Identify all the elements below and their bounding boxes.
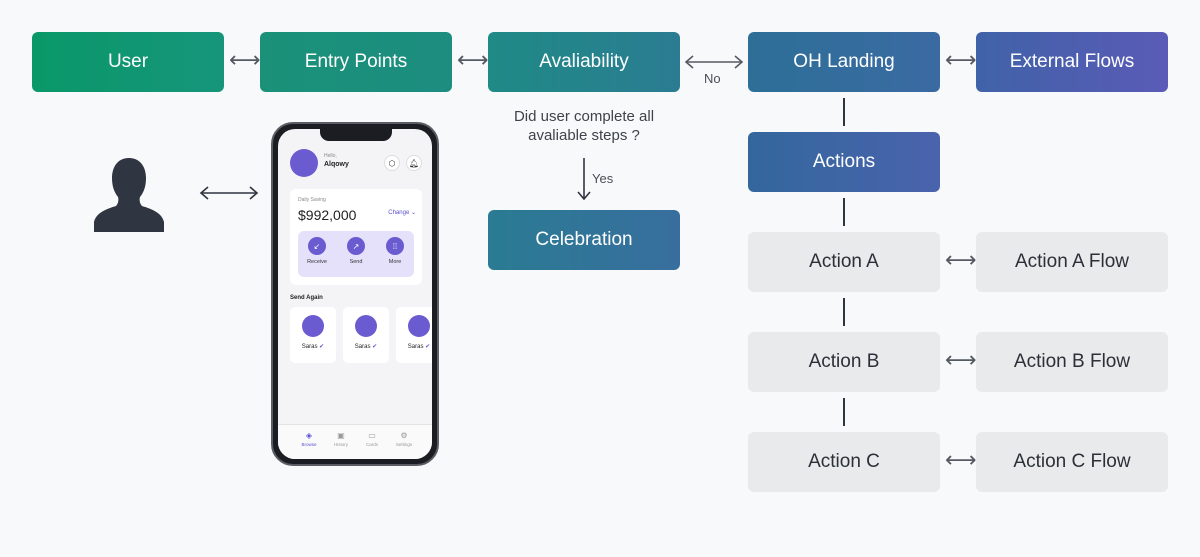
- user-phone-double-arrow: [199, 186, 259, 200]
- contact-name: Saras: [301, 344, 318, 350]
- contact-card[interactable]: Saras ✔: [343, 307, 389, 363]
- cards-icon: ▭: [368, 431, 376, 440]
- browse-icon: ◈: [305, 431, 313, 440]
- bell-icon[interactable]: 🔔︎: [406, 155, 422, 171]
- more-label: More: [388, 259, 402, 265]
- tab-history[interactable]: ▣ History: [326, 431, 356, 447]
- verified-icon: ✔: [425, 344, 431, 350]
- verified-icon: ✔: [372, 344, 378, 350]
- yes-label: Yes: [592, 171, 614, 186]
- oh-landing-box: OH Landing: [748, 32, 940, 92]
- user-silhouette-icon: [94, 158, 164, 232]
- verified-icon: ✔: [319, 344, 325, 350]
- action-c-flow-box: Action C Flow: [976, 432, 1168, 492]
- oh-actions-connector: [843, 98, 845, 126]
- tab-label: Settings: [395, 442, 413, 447]
- tab-label: History: [333, 442, 348, 447]
- contact-name: Saras: [354, 344, 371, 350]
- history-icon: ▣: [337, 431, 345, 440]
- user-box: User: [32, 32, 224, 92]
- availability-box: Avaliability: [488, 32, 680, 92]
- receive-label: Receive: [307, 259, 327, 265]
- more-icon: ⁞⁞: [386, 237, 404, 255]
- entry-points-box: Entry Points: [260, 32, 452, 92]
- action-b-double-arrow: ⟷: [945, 348, 977, 373]
- more-button[interactable]: ⁞⁞ More: [380, 237, 410, 265]
- avatar: [290, 149, 318, 177]
- change-label: Change: [388, 210, 410, 216]
- box-icon[interactable]: ⬡: [384, 155, 400, 171]
- receive-button[interactable]: ↙ Receive: [302, 237, 332, 265]
- quick-actions: ↙ Receive ↗ Send ⁞⁞ More: [298, 231, 414, 277]
- completion-question: Did user complete all avaliable steps ?: [513, 108, 655, 144]
- send-button[interactable]: ↗ Send: [341, 237, 371, 265]
- settings-icon: ⚙︎: [400, 431, 408, 440]
- a-b-connector: [843, 298, 845, 326]
- contact-card[interactable]: Saras ✔: [290, 307, 336, 363]
- send-icon: ↗: [347, 237, 365, 255]
- change-button[interactable]: Change ⌄: [388, 209, 416, 216]
- send-again-title: Send Again: [290, 295, 323, 301]
- greeting: Hello,: [324, 153, 337, 159]
- external-flows-box: External Flows: [976, 32, 1168, 92]
- balance-amount: $992,000: [298, 207, 357, 223]
- oh-external-double-arrow: ⟷: [945, 48, 977, 73]
- user-entry-double-arrow: ⟷: [229, 48, 261, 73]
- chevron-down-icon: ⌄: [410, 210, 416, 216]
- action-c-box: Action C: [748, 432, 940, 492]
- tab-browse[interactable]: ◈ Browse: [294, 431, 324, 447]
- availability-oh-double-arrow: [684, 55, 744, 69]
- action-a-box: Action A: [748, 232, 940, 292]
- entry-availability-double-arrow: ⟷: [457, 48, 489, 73]
- b-c-connector: [843, 398, 845, 426]
- tab-label: Cards: [365, 442, 378, 447]
- action-c-double-arrow: ⟷: [945, 448, 977, 473]
- no-label: No: [704, 71, 721, 86]
- username: Alqowy: [324, 161, 349, 168]
- contact-avatar: [302, 315, 324, 337]
- phone-notch: [320, 129, 392, 141]
- balance-card: Daily Saving $992,000 Change ⌄ ↙ Receive…: [290, 189, 422, 285]
- actions-box: Actions: [748, 132, 940, 192]
- receive-icon: ↙: [308, 237, 326, 255]
- phone-screen: Hello, Alqowy ⬡ 🔔︎ Daily Saving $992,000…: [278, 129, 432, 459]
- action-a-double-arrow: ⟷: [945, 248, 977, 273]
- celebration-box: Celebration: [488, 210, 680, 270]
- action-a-flow-box: Action A Flow: [976, 232, 1168, 292]
- contact-avatar: [355, 315, 377, 337]
- contact-card[interactable]: Saras ✔: [396, 307, 432, 363]
- daily-saving-label: Daily Saving: [298, 197, 326, 203]
- send-label: Send: [349, 259, 363, 265]
- tab-bar: ◈ Browse ▣ History ▭ Cards ⚙︎ Settings: [278, 424, 432, 459]
- tab-cards[interactable]: ▭ Cards: [357, 431, 387, 447]
- actions-a-connector: [843, 198, 845, 226]
- yes-down-arrow: [577, 158, 591, 201]
- action-b-box: Action B: [748, 332, 940, 392]
- phone-mockup: Hello, Alqowy ⬡ 🔔︎ Daily Saving $992,000…: [271, 122, 439, 466]
- contact-avatar: [408, 315, 430, 337]
- tab-settings[interactable]: ⚙︎ Settings: [389, 431, 419, 447]
- tab-label: Browse: [301, 442, 317, 447]
- action-b-flow-box: Action B Flow: [976, 332, 1168, 392]
- contact-name: Saras: [407, 344, 424, 350]
